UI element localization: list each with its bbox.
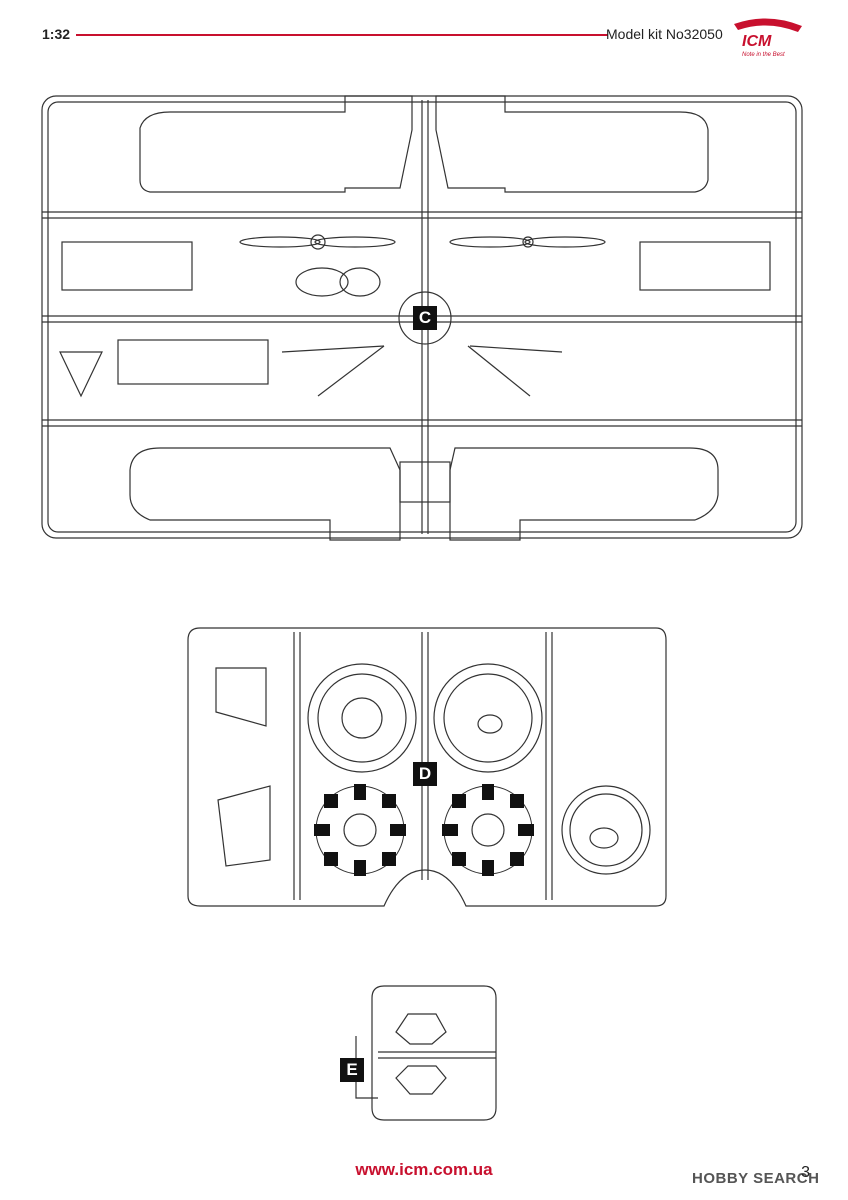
watermark: HOBBY SEARCH bbox=[692, 1170, 820, 1187]
sprue-c bbox=[41, 95, 803, 541]
sprue-d bbox=[187, 627, 667, 907]
upper-wing-right bbox=[435, 95, 709, 193]
website-link[interactable]: www.icm.com.ua bbox=[355, 1160, 493, 1179]
sprue-e bbox=[355, 985, 497, 1121]
lower-wing-left bbox=[129, 447, 401, 541]
icm-logo: ICM Note in the Best bbox=[734, 18, 802, 58]
svg-text:ICM: ICM bbox=[742, 33, 772, 50]
lower-wing-right bbox=[449, 447, 719, 541]
header-rule bbox=[76, 34, 608, 36]
page-number: 3 bbox=[801, 1164, 810, 1181]
sprue-d-label: D bbox=[413, 762, 437, 786]
svg-text:Note in the Best: Note in the Best bbox=[742, 52, 785, 58]
upper-wing-left bbox=[139, 95, 413, 193]
scale-label: 1:32 bbox=[42, 26, 71, 42]
model-kit-number: Model kit No32050 bbox=[606, 26, 723, 42]
sprue-c-label: C bbox=[413, 306, 437, 330]
sprue-e-label: E bbox=[340, 1058, 364, 1082]
